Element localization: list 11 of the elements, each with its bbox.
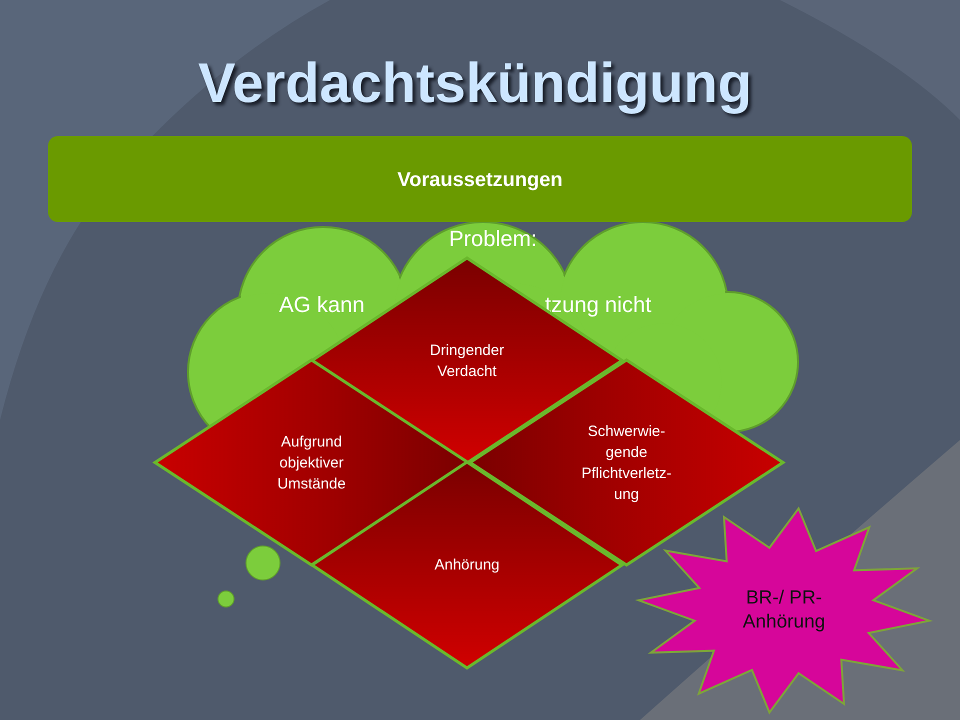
diamond-label: Aufgrund objektiver Umstände [276,432,347,494]
title: Verdachtskündigung [197,50,753,115]
cloud-text: Problem: [448,226,538,252]
diamond-label: Anhörung [433,556,501,576]
cloud-text: tzung nicht [545,292,652,318]
header-text: Voraussetzungen [396,169,564,192]
cloud-text: AG kann [279,292,365,318]
header-bar [48,136,912,222]
diamond-label: Dringender Verdacht [428,340,506,382]
starburst-label: BR-/ PR- Anhörung [742,586,826,634]
diamond-label: Schwerwie- gende Pflichtverletz- ung [580,422,673,504]
